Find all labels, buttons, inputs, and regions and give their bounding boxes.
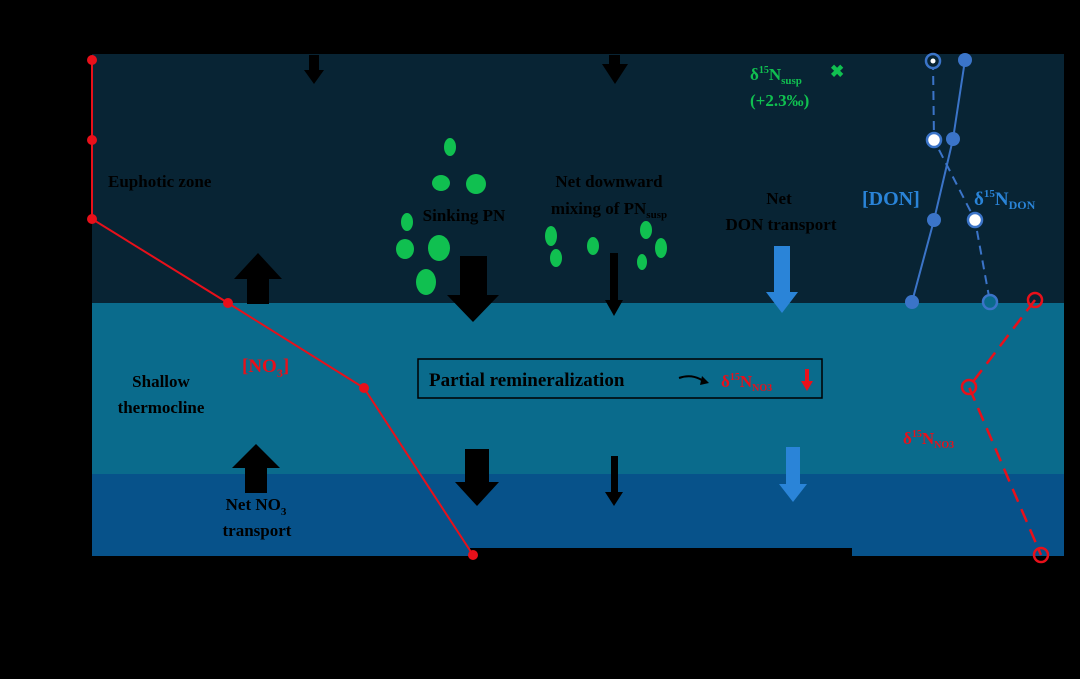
d15n-don-point [966, 211, 984, 229]
particle [428, 235, 450, 261]
d15n-no3-profile-label: δ15NNO3 [903, 429, 954, 451]
net-no3-transport-label-line2: transport [223, 521, 292, 540]
sinking-pn-label: Sinking PN [423, 206, 506, 225]
d15n-don-point-dot [930, 58, 936, 64]
particle [655, 238, 667, 258]
mixing-arrow-upper [605, 253, 623, 316]
particle [637, 254, 647, 270]
no3-point [359, 383, 369, 393]
particle [640, 221, 652, 239]
particle [432, 175, 450, 191]
upward-arrow-upper [234, 253, 282, 304]
particle [416, 269, 436, 295]
mixing-arrow-lower [605, 456, 623, 506]
depth-label-100: 100 m [32, 377, 87, 401]
don-transport-arrow-lower [779, 447, 807, 502]
d15n-no3-points [960, 291, 1050, 564]
sinking-pn-arrow-lower [455, 449, 499, 506]
particle [396, 239, 414, 259]
don-profile-points [905, 53, 972, 309]
d15n-no3-decrease-arrow [801, 369, 813, 391]
sinking-pn-arrow-upper [447, 256, 499, 322]
partial-remineralization-label: Partial remineralization [429, 370, 625, 391]
don-point [927, 213, 941, 227]
net-downward-mixing-label: Net downward [555, 172, 663, 191]
don-point [958, 53, 972, 67]
don-concentration-label: [DON] [862, 188, 920, 210]
d15n-no3-profile-line [967, 299, 1043, 556]
particle [444, 138, 456, 156]
depth-label-150: 150 m [32, 543, 87, 567]
particle [550, 249, 562, 267]
no3-point [87, 135, 97, 145]
no3-point [87, 55, 97, 65]
depth-label-75: 75 m [42, 292, 86, 316]
don-point [946, 132, 960, 146]
d15n-no3-box-label: δ15NNO3 [721, 372, 772, 394]
d15n-susp-value: (+2.3‰) [750, 91, 809, 110]
don-point [905, 295, 919, 309]
no3-point [223, 298, 233, 308]
top-arrow-right [602, 55, 628, 84]
depth-axis: 0 m 75 m 100 m 125 m 150 m [32, 48, 87, 567]
particle [587, 237, 599, 255]
partial-remineralization-box [417, 358, 823, 399]
depth-label-125: 125 m [32, 460, 87, 484]
no3-concentration-label: [NO3] [242, 356, 289, 380]
remin-squiggle-arrowhead [700, 376, 709, 385]
depth-label-0: 0 m [53, 48, 87, 72]
no3-profile-line [91, 60, 474, 556]
d15n-don-point [981, 293, 999, 311]
don-profile-line [911, 59, 966, 303]
upward-arrow-lower [232, 444, 280, 493]
net-no3-transport-label: Net NO3 [226, 495, 287, 518]
net-downward-mixing-label-line2: mixing of PNsusp [551, 199, 667, 221]
d15n-don-points [924, 52, 999, 311]
d15n-don-label: δ15NDON [974, 188, 1036, 212]
top-arrow-left [304, 55, 324, 84]
d15n-no3-point [1032, 546, 1050, 564]
particle [545, 226, 557, 246]
bottom-notch [470, 548, 852, 556]
sinking-pn-particles [396, 138, 486, 295]
particle [401, 213, 413, 231]
no3-profile-points [87, 55, 478, 560]
d15n-susp-marker: ✖ [830, 62, 844, 81]
d15n-don-profile-line [932, 60, 991, 303]
no3-point [87, 214, 97, 224]
d15n-no3-point [1026, 291, 1044, 309]
thermocline-label: thermocline [118, 398, 205, 417]
d15n-susp-label: δ15Nsusp [750, 65, 802, 87]
no3-point [468, 550, 478, 560]
net-don-transport-label: Net [766, 189, 792, 208]
deep-band [92, 474, 1064, 556]
suspended-pn-particles [545, 221, 667, 270]
d15n-no3-point [960, 378, 978, 396]
thermocline-band [92, 303, 1064, 474]
remin-squiggle-arrow [678, 375, 706, 383]
particle [466, 174, 486, 194]
shallow-label: Shallow [132, 372, 190, 391]
net-don-transport-label-line2: DON transport [726, 215, 837, 234]
don-transport-arrow-upper [766, 246, 798, 313]
euphotic-zone-label: Euphotic zone [108, 172, 212, 191]
d15n-don-point [925, 131, 943, 149]
